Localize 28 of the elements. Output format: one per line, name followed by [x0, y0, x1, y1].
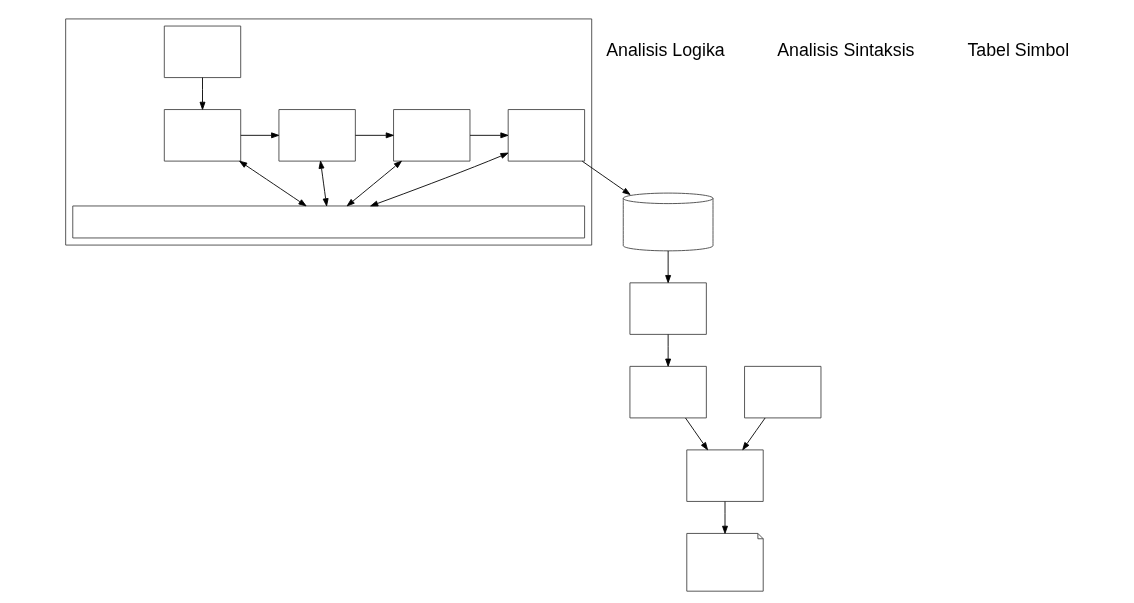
label: Tabel Simbol	[966, 40, 1069, 61]
arrow	[664, 334, 671, 367]
node-box	[507, 109, 585, 162]
arrow	[684, 417, 708, 451]
node-box	[743, 365, 821, 419]
label: Analisis Logika	[605, 40, 725, 61]
arrow	[741, 417, 766, 451]
node-box	[163, 109, 241, 162]
node-box	[278, 109, 356, 162]
node-box	[628, 365, 707, 419]
node-box	[628, 282, 707, 335]
arrow	[469, 132, 508, 139]
arrow	[199, 77, 205, 110]
arrow	[354, 132, 394, 139]
arrow	[581, 160, 630, 195]
node-box	[685, 449, 764, 502]
arrow	[721, 501, 728, 534]
arrow	[239, 132, 279, 139]
arrow	[346, 160, 402, 207]
label: Analisis Sintaksis	[776, 40, 914, 61]
cluster	[64, 18, 592, 246]
arrow	[238, 160, 306, 207]
arrow	[664, 250, 671, 284]
node-bar	[71, 205, 585, 239]
node-box	[163, 25, 241, 78]
node-box	[392, 109, 470, 162]
arrow	[318, 160, 329, 207]
arrow	[369, 152, 508, 207]
